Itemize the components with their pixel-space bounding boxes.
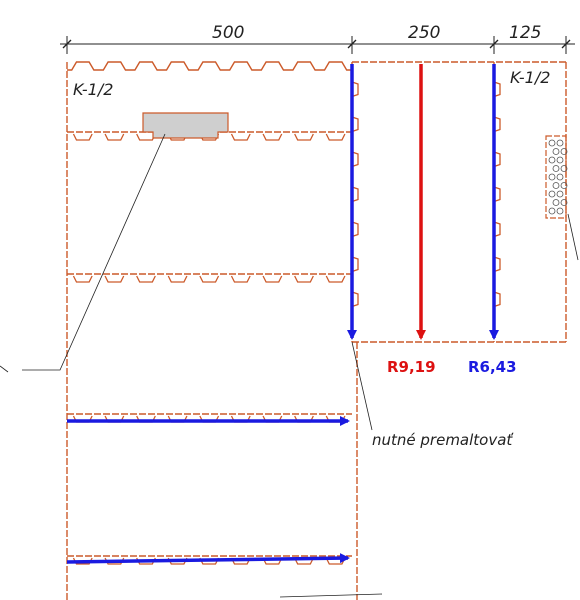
left-slab-block [66, 62, 358, 600]
leader-line-left [22, 133, 166, 371]
right-slab-block [352, 61, 567, 343]
label-radius-red: R9,19 [387, 358, 436, 376]
dimension-125: 125 [509, 23, 541, 43]
slab-profile-vertical-2 [493, 81, 501, 308]
label-k-left: K-1/2 [73, 80, 113, 99]
dimension-line [60, 36, 575, 54]
blue-arrow-horizontal-2 [66, 553, 350, 564]
dimension-250: 250 [408, 23, 440, 43]
slab-profile-top [67, 61, 352, 71]
leader-line-right [567, 213, 579, 261]
leader-line-note [351, 341, 373, 431]
dimension-500: 500 [212, 23, 244, 43]
leader-end-left [0, 365, 9, 373]
slab-profile-row-2 [72, 275, 346, 283]
slab-profile-vertical-1 [351, 81, 359, 308]
label-radius-blue: R6,43 [468, 358, 517, 376]
circle-pattern [545, 135, 568, 219]
leader-line-bottom [279, 593, 383, 598]
hatched-section [142, 112, 229, 139]
label-note: nutné premaltovať [372, 431, 514, 449]
label-k-right: K-1/2 [510, 68, 550, 87]
